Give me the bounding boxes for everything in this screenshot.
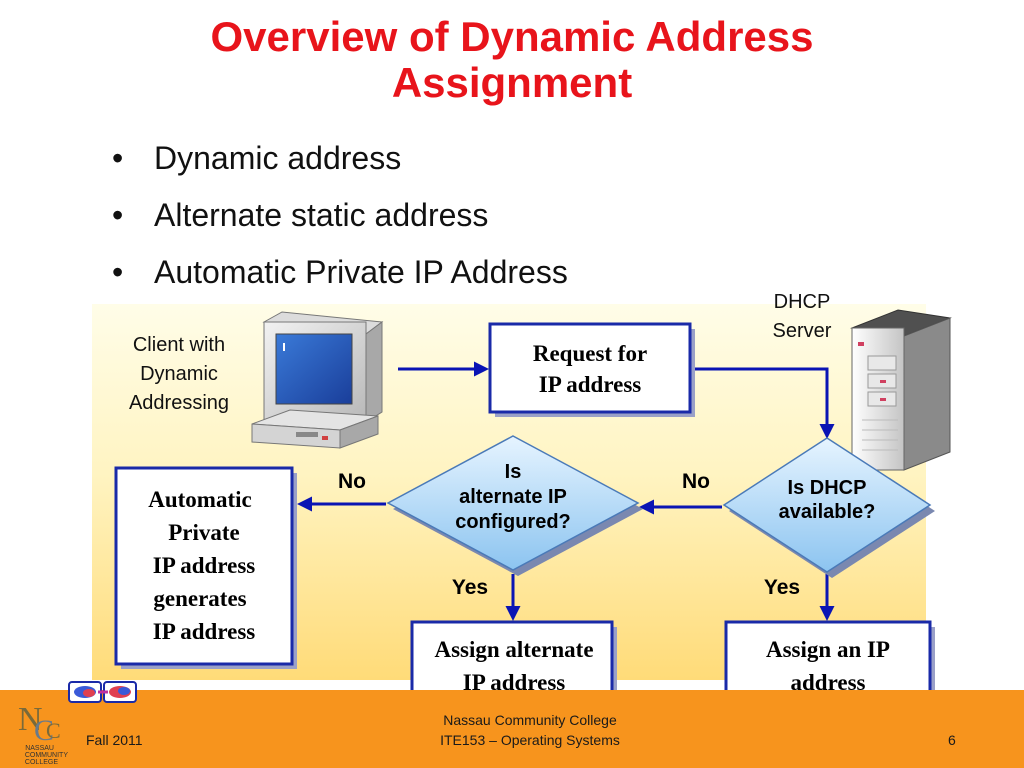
apipa-line-2: Private: [168, 520, 240, 545]
flow-arrows: [297, 361, 835, 621]
alternate-ip-decision: Is alternate IP configured?: [386, 435, 643, 576]
svg-text:C: C: [46, 718, 61, 743]
dhcp-decision-line-1: Is DHCP: [788, 477, 867, 499]
request-box-line-1: Request for: [533, 341, 647, 366]
svg-text:N: N: [18, 701, 43, 738]
server-label-line-2: Server: [773, 320, 832, 342]
request-ip-box: Request for IP address: [488, 322, 695, 417]
svg-text:COMMUNITY: COMMUNITY: [25, 752, 68, 759]
apipa-box: Automatic Private IP address generates I…: [114, 466, 297, 669]
server-label-line-1: DHCP: [774, 291, 831, 313]
bullet-list: •Dynamic address •Alternate static addre…: [112, 140, 568, 311]
client-label-line-2: Dynamic: [140, 363, 218, 385]
assign-ip-line-1: Assign an IP: [766, 637, 890, 662]
alt-decision-line-1: Is: [505, 461, 522, 483]
footer-college: Nassau Community College: [443, 712, 617, 728]
server-tower-icon: [850, 309, 952, 471]
dhcp-no-label: No: [682, 470, 710, 493]
bullet-item: •Automatic Private IP Address: [112, 254, 568, 290]
bullet-item: •Dynamic address: [112, 140, 402, 176]
client-label-line-3: Addressing: [129, 392, 229, 414]
alt-decision-line-2: alternate IP: [459, 486, 567, 508]
svg-text:C: C: [34, 714, 54, 747]
apipa-line-3: IP address: [153, 553, 256, 578]
title-line-1: Overview of Dynamic Address: [210, 13, 814, 60]
footer-course-info: Nassau Community College ITE153 – Operat…: [380, 710, 680, 750]
dhcp-yes-label: Yes: [764, 576, 800, 599]
alt-no-label: No: [338, 470, 366, 493]
client-label-line-1: Client with: [133, 334, 225, 356]
footer-bar: Fall 2011 Nassau Community College ITE15…: [0, 690, 1024, 768]
title-line-2: Assignment: [391, 59, 633, 106]
previous-slide-icon[interactable]: [68, 681, 102, 703]
request-box-line-2: IP address: [539, 372, 642, 397]
college-logo: N C C NASSAU COMMUNITY COLLEGE: [18, 701, 68, 766]
alt-yes-label: Yes: [452, 576, 488, 599]
svg-text:COLLEGE: COLLEGE: [25, 759, 58, 766]
apipa-line-4: generates: [153, 586, 246, 611]
dhcp-available-decision: Is DHCP available?: [722, 437, 935, 578]
footer-semester: Fall 2011: [86, 732, 143, 748]
dhcp-decision-line-2: available?: [779, 501, 876, 523]
apipa-line-5: IP address: [153, 619, 256, 644]
client-label: Client with Dynamic Addressing: [129, 334, 229, 414]
slide-title: Overview of Dynamic Address Assignment: [60, 14, 964, 106]
alt-decision-line-3: configured?: [455, 511, 571, 533]
svg-text:NASSAU: NASSAU: [25, 745, 54, 752]
slide-navigation: [68, 681, 137, 703]
apipa-line-1: Automatic: [148, 487, 251, 512]
assign-alt-line-1: Assign alternate: [434, 637, 593, 662]
page-number: 6: [948, 732, 956, 748]
bullet-item: •Alternate static address: [112, 197, 489, 233]
client-computer-icon: [251, 311, 384, 449]
server-label: DHCP Server: [773, 291, 832, 342]
next-slide-icon[interactable]: [103, 681, 137, 703]
arrow-request-to-dhcp: [692, 367, 835, 439]
footer-course: ITE153 – Operating Systems: [440, 732, 620, 748]
